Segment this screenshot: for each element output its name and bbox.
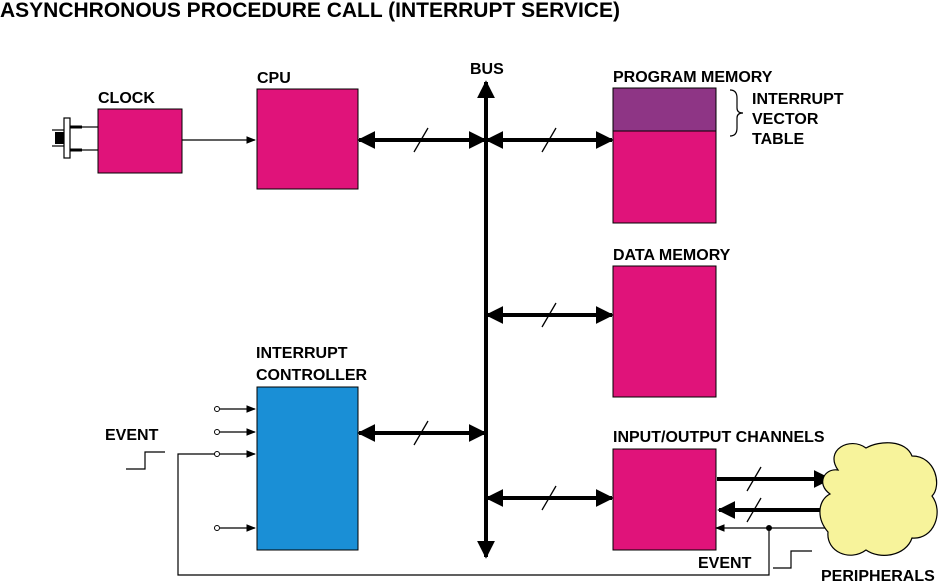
bus-program-memory-link (485, 127, 614, 153)
diagram-title: ASYNCHRONOUS PROCEDURE CALL (INTERRUPT S… (0, 0, 620, 22)
peripherals-label: PERIPHERALS (821, 568, 935, 583)
bus-data-memory-link (485, 302, 614, 328)
peripherals-cloud (819, 442, 938, 556)
event-label-bottom: EVENT (698, 555, 752, 572)
data-memory-label: DATA MEMORY (613, 247, 731, 264)
cpu-label: CPU (257, 70, 291, 87)
event-step-icon-left (126, 451, 165, 470)
interrupt-controller-bus-link (357, 420, 487, 446)
peripheral-event-line (715, 524, 832, 532)
clock-label: CLOCK (98, 90, 155, 107)
peripherals-to-io-arrow (717, 497, 832, 523)
event-label-left: EVENT (105, 427, 159, 444)
bus-io-link (485, 485, 614, 511)
ivt-label-line3: TABLE (752, 131, 804, 148)
interrupt-controller-label-line2: CONTROLLER (256, 367, 368, 384)
io-channels-label: INPUT/OUTPUT CHANNELS (613, 429, 825, 446)
interrupt-controller-label-line1: INTERRUPT (256, 345, 348, 362)
brace-icon (729, 89, 744, 137)
clock-block (97, 108, 183, 174)
cpu-bus-link (357, 127, 487, 153)
interrupt-controller-block (256, 386, 359, 551)
interrupt-input-lines (214, 405, 256, 532)
io-to-peripherals-arrow (717, 466, 832, 492)
program-memory-label: PROGRAM MEMORY (613, 69, 773, 86)
ivt-label-line2: VECTOR (752, 111, 819, 128)
event-step-icon-bottom (773, 550, 812, 569)
interrupt-vector-table-block (612, 87, 717, 132)
crystal-icon (52, 117, 98, 159)
ivt-label-line1: INTERRUPT (752, 91, 844, 108)
event-feedback-line (177, 453, 770, 576)
cpu-block (256, 88, 359, 190)
bus-label: BUS (470, 61, 504, 78)
program-memory-block (612, 130, 717, 224)
io-channels-block (612, 448, 717, 551)
data-memory-block (612, 265, 717, 398)
